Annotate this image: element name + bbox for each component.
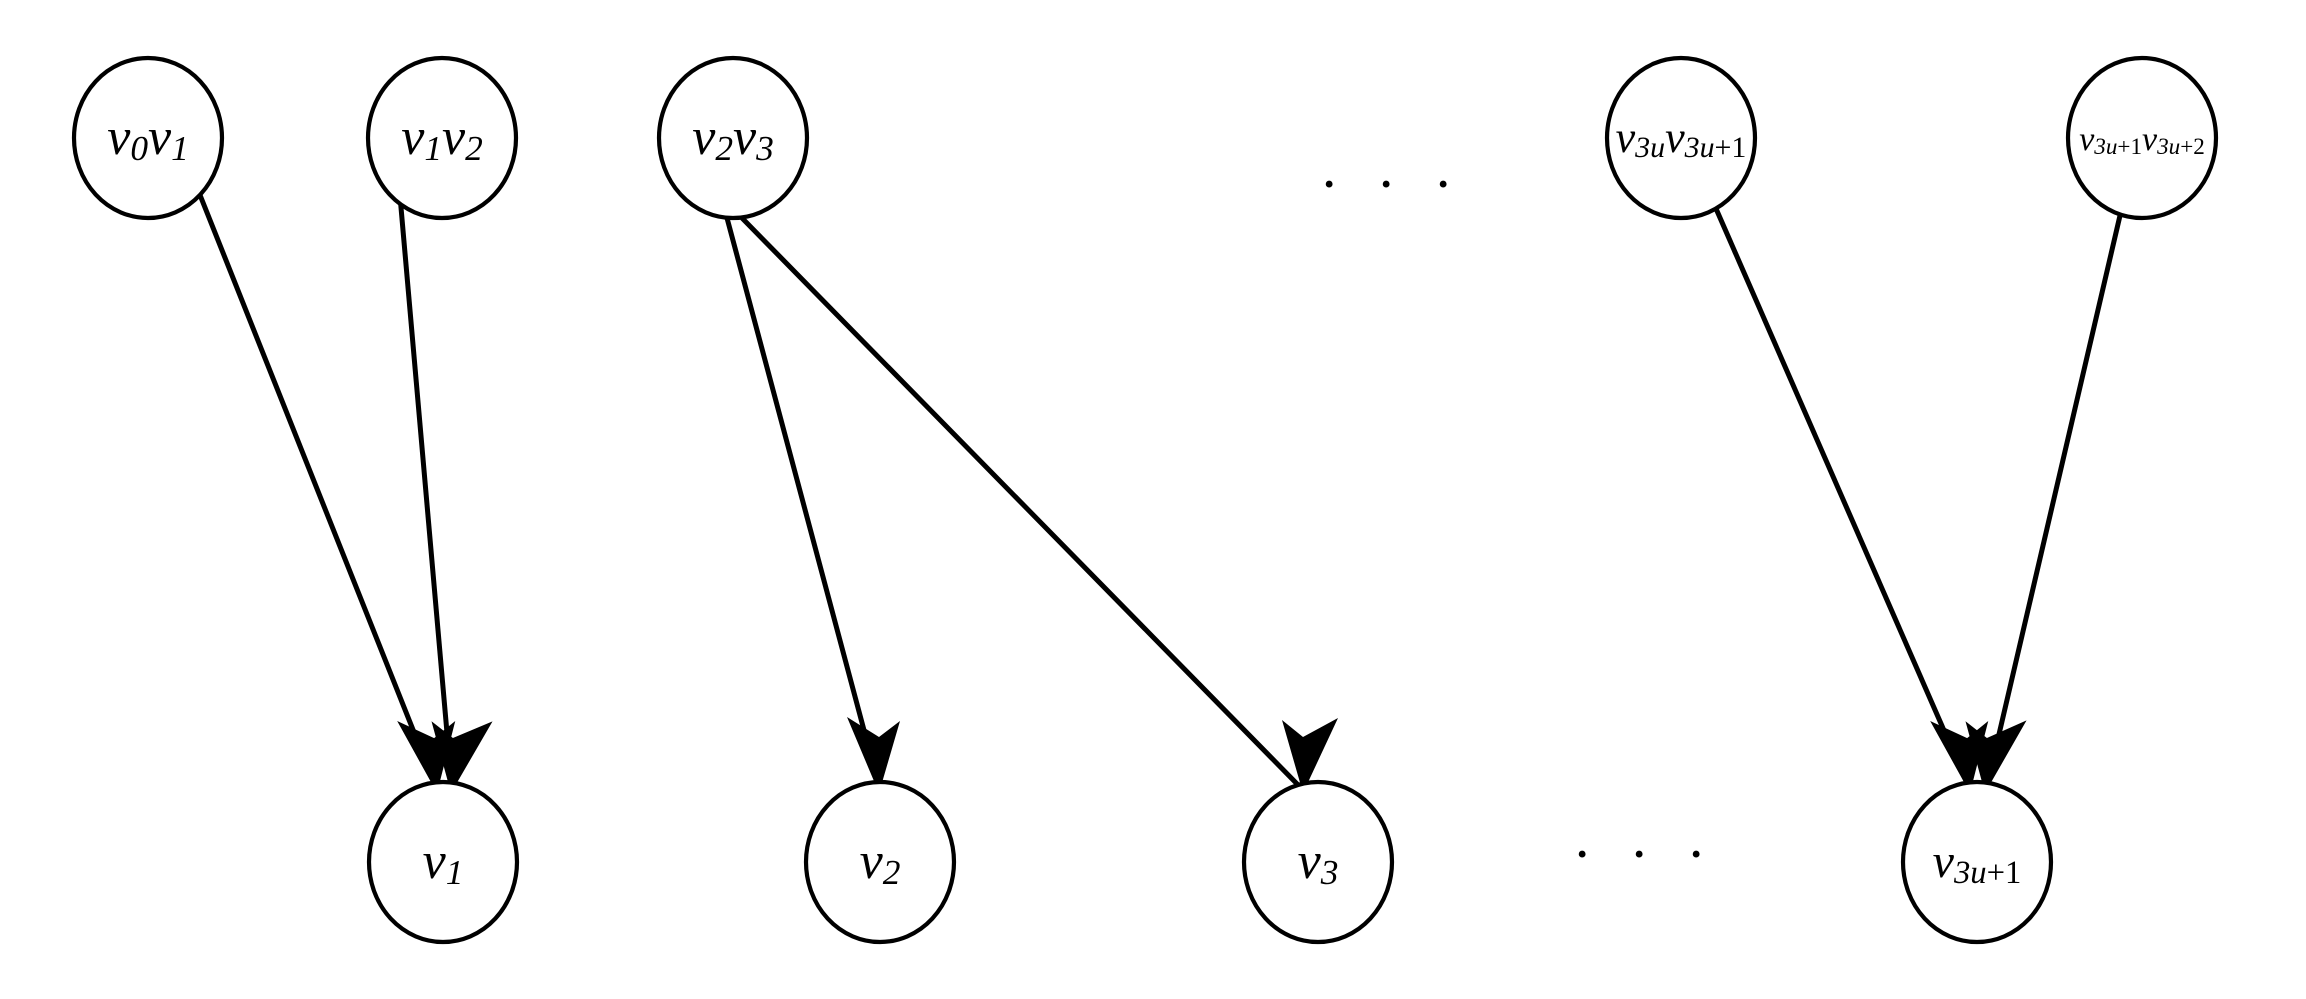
node-v3u-v3u1[interactable]: v3uv3u+1 — [1604, 55, 1758, 221]
node-circle-v1v2[interactable] — [365, 55, 519, 221]
edge-v2v3-to-v2 — [724, 217, 883, 791]
node-v1v2[interactable]: v1v2 — [365, 55, 519, 221]
node-v2[interactable]: v2 — [803, 779, 957, 945]
node-v3u1[interactable]: v3u+1 — [1900, 779, 2054, 945]
node-v1[interactable]: v1 — [366, 779, 520, 945]
node-label-v1: v1 — [423, 833, 464, 892]
top-row-ellipsis: · · · — [1320, 151, 1465, 216]
top-row-group: v0v1 v1v2 v2v3 · · · v3uv3u+1 v3u+1v3u+2 — [71, 55, 2219, 221]
node-v2v3[interactable]: v2v3 — [656, 55, 810, 221]
node-circle-v3u-v3u1[interactable] — [1604, 55, 1758, 221]
node-circle-v3u1[interactable] — [1900, 779, 2054, 945]
node-circle-v0v1[interactable] — [71, 55, 225, 221]
bottom-row-group: v1 v2 v3 · · · v3u+1 — [366, 779, 2054, 945]
node-label-v2v3: v2v3 — [692, 109, 774, 168]
node-circle-v2v3[interactable] — [656, 55, 810, 221]
node-label-v2: v2 — [860, 833, 901, 892]
arrowhead-icon-v1-right — [431, 721, 493, 793]
edge-v3u1pair-to-v3u1 — [1983, 206, 2125, 791]
node-label-v3: v3 — [1298, 833, 1339, 892]
node-label-v3u1-v3u2: v3u+1v3u+2 — [2079, 121, 2205, 160]
node-v3u1-v3u2[interactable]: v3u+1v3u+2 — [2065, 55, 2219, 221]
node-circle-v3u1-v3u2[interactable] — [2065, 55, 2219, 221]
node-circle-v3[interactable] — [1241, 779, 1395, 945]
edge-layer — [197, 194, 2125, 792]
node-circle-v1[interactable] — [366, 779, 520, 945]
bottom-row-ellipsis: · · · — [1573, 821, 1718, 886]
node-label-v1v2: v1v2 — [401, 109, 483, 168]
arrowhead-icon-v2 — [847, 717, 900, 793]
edge-v3u-to-v3u1 — [1711, 202, 1973, 792]
edge-v0v1-to-v1 — [197, 194, 440, 791]
node-label-v3u1: v3u+1 — [1933, 835, 2022, 891]
edge-v1v2-to-v1 — [397, 195, 455, 791]
arrowhead-layer — [397, 717, 2027, 793]
node-label-v3u-v3u1: v3uv3u+1 — [1616, 113, 1747, 164]
node-circle-v2[interactable] — [803, 779, 957, 945]
node-v0v1[interactable]: v0v1 — [71, 55, 225, 221]
node-v3[interactable]: v3 — [1241, 779, 1395, 945]
arrowhead-icon-v3 — [1282, 718, 1338, 793]
node-label-v0v1: v0v1 — [107, 109, 189, 168]
edge-v2v3-to-v3 — [740, 216, 1305, 792]
arrowhead-icon-v3u1-right — [1965, 720, 2027, 793]
